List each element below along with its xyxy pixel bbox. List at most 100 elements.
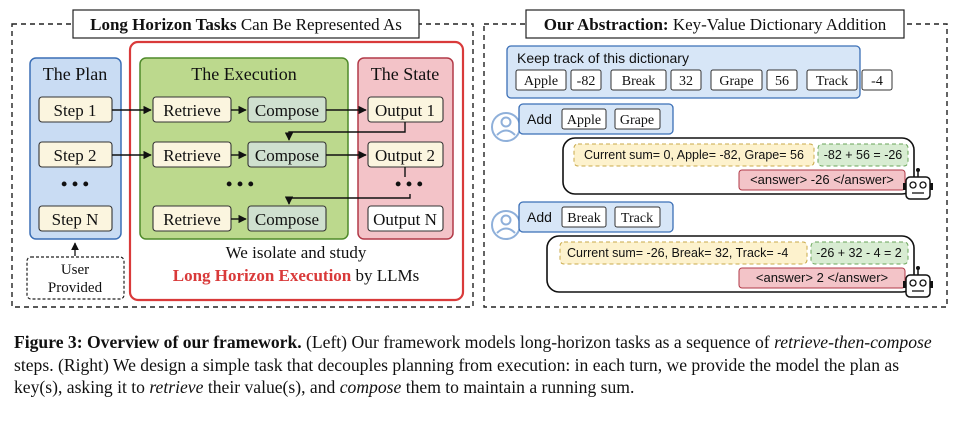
reasoning-chip <box>559 241 808 265</box>
retrieve-box-n: Retrieve <box>152 205 232 232</box>
dictionary-key-chip <box>515 69 567 91</box>
execution-title: The Execution <box>191 64 296 84</box>
answer-text: <answer> 2 </answer> <box>756 270 888 285</box>
left-panel-title: Long Horizon Tasks Can Be Represented As <box>90 15 402 34</box>
output-box-n: Output N <box>367 205 444 232</box>
retrieve-box-1: Retrieve <box>152 96 232 123</box>
plan-step-label: Step 2 <box>54 146 97 165</box>
state-dots: • • • <box>395 174 423 194</box>
output-label: Output 1 <box>375 101 435 120</box>
retrieve-box-2: Retrieve <box>152 141 232 168</box>
dictionary-key: Grape <box>719 74 753 89</box>
dictionary-value: -4 <box>871 74 883 89</box>
plan-step-1: Step 1 <box>38 96 113 123</box>
plan-step-n: Step N <box>38 205 113 232</box>
dictionary-key-chip <box>806 69 858 91</box>
execution-highlight-frame <box>128 40 465 302</box>
reasoning-chip <box>573 143 815 167</box>
plan-title: The Plan <box>43 64 108 84</box>
dictionary-value: 32 <box>679 74 693 89</box>
answer-chip <box>738 267 906 289</box>
compose-label: Compose <box>255 146 319 165</box>
key-chip: Track <box>614 206 661 228</box>
caption-text: (Left) Our framework models long-horizon… <box>301 332 775 352</box>
feedback-arrow-icon <box>284 122 406 141</box>
reasoning-text: Current sum= -26, Break= 32, Track= -4 <box>567 246 788 260</box>
key-chip: Break <box>561 206 607 228</box>
dictionary-value: -82 <box>577 74 596 89</box>
reasoning-text: Current sum= 0, Apple= -82, Grape= 56 <box>584 148 804 162</box>
turn-2: Add Break Track Current sum= -26, Break=… <box>491 201 933 298</box>
plan-step-2: Step 2 <box>38 141 113 168</box>
answer-chip <box>738 169 906 191</box>
caption-italic: compose <box>339 377 402 397</box>
add-label: Add <box>527 209 552 225</box>
figure-caption: Figure 3: Overview of our framework. (Le… <box>14 331 950 399</box>
state-title: The State <box>371 64 439 84</box>
caption-italic: retrieve-then-compose <box>774 332 932 352</box>
caption-text: steps. (Right) We design a simple task t… <box>14 354 900 398</box>
compose-label: Compose <box>255 101 319 120</box>
plan-dots: • • • <box>61 174 89 194</box>
caption-label: Figure 3: <box>14 332 83 352</box>
dictionary-value-chip <box>570 69 602 91</box>
right-panel-title: Our Abstraction: Key-Value Dictionary Ad… <box>544 15 887 34</box>
compose-box-1: Compose <box>247 96 327 123</box>
robot-icon <box>903 266 933 298</box>
calc-text: -26 + 32 - 4 = 2 <box>816 246 902 260</box>
dictionary-key-chip <box>710 69 763 91</box>
retrieve-label: Retrieve <box>163 146 221 165</box>
output-box-2: Output 2 <box>367 141 444 168</box>
caption-italic: retrieve <box>149 377 204 397</box>
turn-1: Add Apple Grape Current sum= 0, Apple= -… <box>491 103 933 200</box>
caption-title: Overview of our framework. <box>82 332 302 352</box>
output-box-1: Output 1 <box>367 96 444 123</box>
retrieve-label: Retrieve <box>163 101 221 120</box>
answer-text: <answer> -26 </answer> <box>750 172 894 187</box>
compose-box-2: Compose <box>247 141 327 168</box>
key-chip-label: Apple <box>567 113 601 128</box>
isolate-line2: Long Horizon Execution by LLMs <box>173 266 420 285</box>
feedback-arrow-icon <box>284 194 411 205</box>
output-label: Output 2 <box>375 146 435 165</box>
dictionary-value-chip <box>670 69 702 91</box>
isolate-line1: We isolate and study <box>226 243 367 262</box>
left-panel-title-box <box>72 9 420 39</box>
caption-text: them to maintain a running sum. <box>401 377 635 397</box>
user-provided-line1: User <box>61 262 89 278</box>
key-chip: Grape <box>614 108 661 130</box>
calc-text: -82 + 56 = -26 <box>824 148 903 162</box>
key-chip-label: Grape <box>620 113 654 128</box>
right-panel: Our Abstraction: Key-Value Dictionary Ad… <box>483 9 948 308</box>
key-chip-label: Track <box>621 211 653 226</box>
right-panel-frame <box>483 23 948 308</box>
calc-chip <box>817 143 909 167</box>
user-avatar-icon <box>491 112 521 142</box>
output-label: Output N <box>373 210 437 229</box>
user-provided-box <box>26 256 125 300</box>
retrieve-label: Retrieve <box>163 210 221 229</box>
left-panel-frame <box>11 23 474 308</box>
user-avatar-icon <box>491 210 521 240</box>
robot-icon <box>903 168 933 200</box>
add-label: Add <box>527 111 552 127</box>
dictionary-key: Apple <box>524 74 558 89</box>
dictionary-value: 56 <box>775 74 789 89</box>
left-panel: Long Horizon Tasks Can Be Represented As… <box>11 9 474 308</box>
key-chip-label: Break <box>567 211 600 226</box>
calc-chip <box>810 241 909 265</box>
dictionary-key: Track <box>816 74 848 89</box>
dictionary-key-chip <box>610 69 667 91</box>
dictionary-label: Keep track of this dictionary <box>517 50 689 66</box>
plan-step-label: Step N <box>52 210 99 229</box>
dictionary-value-chip <box>766 69 798 91</box>
flow-arrows <box>112 105 411 224</box>
user-provided-line2: Provided <box>48 280 103 296</box>
compose-box-n: Compose <box>247 205 327 232</box>
right-panel-title-box <box>525 9 905 39</box>
compose-label: Compose <box>255 210 319 229</box>
caption-text: their value(s), and <box>203 377 340 397</box>
execution-dots: • • • <box>226 174 254 194</box>
